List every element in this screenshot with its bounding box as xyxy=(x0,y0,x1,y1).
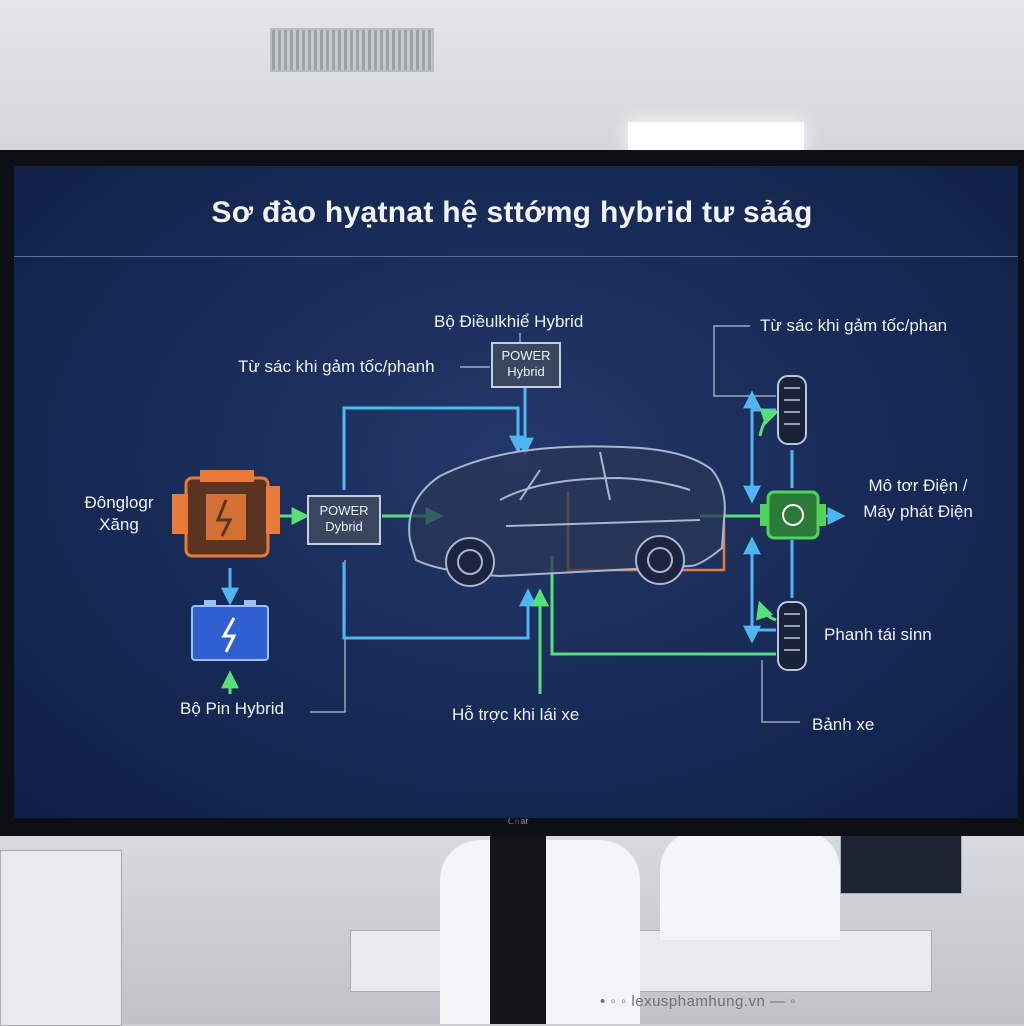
car-outline xyxy=(408,445,726,587)
power-module-center xyxy=(307,495,381,545)
engine-label-line2: Xăng xyxy=(99,515,139,534)
assist-label: Hỗ trợc khi lái xe xyxy=(452,705,580,724)
hybrid-controller-module xyxy=(491,342,561,388)
center-module-line1: POWER xyxy=(319,503,369,518)
controller-label: Bộ Điềulkhiể Hybrid xyxy=(434,312,584,331)
title-divider xyxy=(14,256,1018,257)
monitor-brand: ℂ∩ar xyxy=(507,816,529,826)
wheel-label: Bảnh xe xyxy=(812,715,875,734)
lab-bench-left xyxy=(0,850,122,1026)
hybrid-battery xyxy=(191,600,269,661)
center-module-label: POWER Dybrid xyxy=(308,503,380,535)
top-module-line1: POWER xyxy=(501,348,551,363)
engine-label-line1: Đônglogr xyxy=(84,493,154,512)
motor-label-line2: Máy phát Điện xyxy=(863,502,973,521)
top-module-line2: Hybrid xyxy=(507,364,545,379)
petrol-engine xyxy=(172,470,280,558)
battery-label: Bộ Pin Hybrid xyxy=(180,699,284,718)
motor-generator xyxy=(760,490,826,540)
top-module-label: POWER Hybrid xyxy=(492,348,560,380)
rear-wheel xyxy=(777,601,807,671)
watermark: • ◦ ◦ lexusphamhung.vn — ◦ xyxy=(600,993,796,1010)
ceiling-vent xyxy=(270,28,434,72)
regen-brake-label: Phanh tái sinn xyxy=(824,625,932,644)
background-monitor xyxy=(840,826,962,894)
motor-label: Mô tơr Điện / Máy phát Điện xyxy=(850,473,986,525)
center-module-line2: Dybrid xyxy=(325,519,363,534)
ceiling-light xyxy=(628,122,804,150)
regen-left-label: Từ sác khi gảm tốc/phanh xyxy=(238,357,435,376)
engine-label: Đônglogr Xăng xyxy=(66,492,172,536)
ceiling xyxy=(0,0,1024,160)
diagram-title: Sơ đào hyạtnat hệ sttớmg hybrid tư sảág xyxy=(211,196,813,229)
monitor-stand xyxy=(490,836,546,1024)
front-wheel xyxy=(777,375,807,445)
person-lab-coat-right xyxy=(660,830,840,940)
motor-label-line1: Mô tơr Điện / xyxy=(868,476,968,495)
regen-right-label: Từ sác khi gảm tốc/phan xyxy=(760,316,948,335)
